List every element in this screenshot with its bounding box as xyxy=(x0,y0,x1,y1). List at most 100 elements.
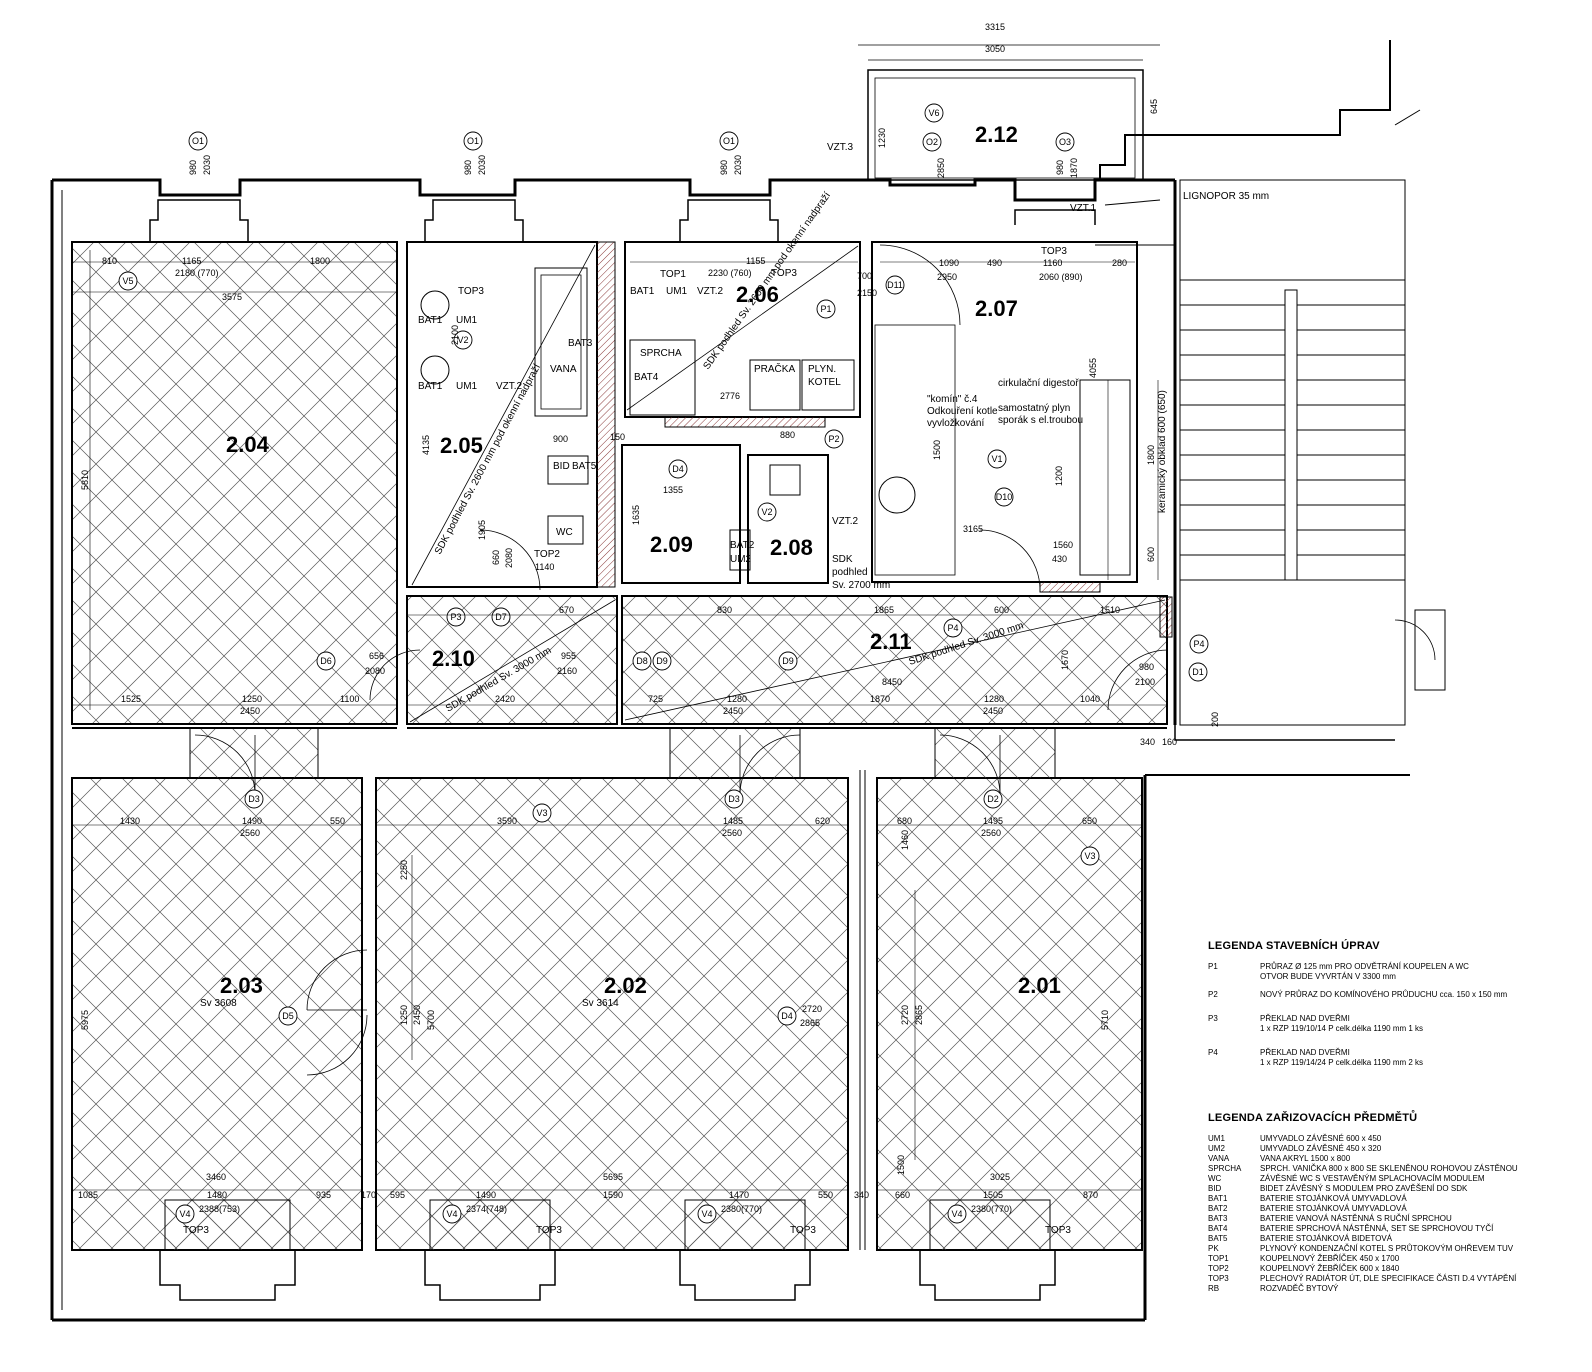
tag-v4-c: V4 xyxy=(701,1209,712,1219)
dim-900: 900 xyxy=(553,434,568,444)
dim-3165: 3165 xyxy=(963,524,983,534)
tag-d1: D1 xyxy=(1192,667,1204,677)
legend-item-p3: P3 PŘEKLAD NAD DVEŘMI 1 x RZP 119/10/14 … xyxy=(1208,1014,1588,1034)
dim-2850: 2850 xyxy=(936,158,946,178)
legend-text: BATERIE STOJÁNKOVÁ BIDETOVÁ xyxy=(1260,1234,1393,1243)
room-2-12: 2.12 xyxy=(975,122,1018,147)
tag-p2: P2 xyxy=(828,434,839,444)
dim-1525: 1525 xyxy=(121,694,141,704)
label-bat3: BAT3 xyxy=(568,338,593,349)
tag-o2: O2 xyxy=(926,137,938,147)
room-2-03-height: Sv 3608 xyxy=(200,998,237,1009)
legend-construction: LEGENDA STAVEBNÍCH ÚPRAV P1 PRŮRAZ Ø 125… xyxy=(1208,940,1588,1076)
legend-text: PLECHOVÝ RADIÁTOR ÚT, DLE SPECIFIKACE ČÁ… xyxy=(1260,1274,1517,1283)
dim-1155: 1155 xyxy=(746,256,765,266)
tag-p4-b: P4 xyxy=(1193,639,1204,649)
dim-1085: 1085 xyxy=(78,1190,98,1200)
dim-725: 725 xyxy=(648,694,663,704)
dim-650: 650 xyxy=(1082,816,1097,826)
tag-v1: V1 xyxy=(991,454,1002,464)
legend-code: P1 xyxy=(1208,962,1218,971)
label-bat4: BAT4 xyxy=(634,372,659,383)
tag-o1-a: O1 xyxy=(192,136,204,146)
dim-955: 955 xyxy=(561,651,576,661)
dim-980-c: 980 xyxy=(719,160,729,175)
legend-text: ROZVADĚČ BYTOVÝ xyxy=(1260,1284,1339,1293)
label-vzt2-208: VZT.2 xyxy=(832,516,859,527)
legend-item-p2: P2 NOVÝ PRŮRAZ DO KOMÍNOVÉHO PRŮDUCHU cc… xyxy=(1208,990,1588,1000)
legend-text: 1 x RZP 119/10/14 P celk.délka 1190 mm 1… xyxy=(1260,1024,1424,1033)
dim-680: 680 xyxy=(897,816,912,826)
tag-d3: D3 xyxy=(248,794,260,804)
dim-1500: 1500 xyxy=(932,440,942,460)
dim-2388: 2388(753) xyxy=(199,1204,240,1214)
tag-v2-a: V2 xyxy=(457,335,468,345)
label-sdk-208-c: Sv. 2700 mm xyxy=(832,580,890,591)
dim-1165: 1165 xyxy=(182,256,201,266)
dim-620: 620 xyxy=(815,816,830,826)
element-tag-text: O1 O1 O1 O2 O3 V6 V5 V2 P1 D11 P2 D4 V2 … xyxy=(122,108,1204,1219)
legend-text: PŘEKLAD NAD DVEŘMI xyxy=(1260,1014,1350,1023)
legend-code: BAT1 xyxy=(1208,1194,1228,1203)
legend-code: PK xyxy=(1208,1244,1219,1253)
tag-d3-b: D3 xyxy=(728,794,740,804)
dim-2030-b: 2030 xyxy=(477,155,487,175)
room-2-05: 2.05 xyxy=(440,433,483,458)
dim-280: 280 xyxy=(1112,258,1127,268)
dim-1590: 1590 xyxy=(603,1190,623,1200)
legend-item-p1: P1 PRŮRAZ Ø 125 mm PRO ODVĚTRÁNÍ KOUPELE… xyxy=(1208,962,1588,982)
legend-item-p4: P4 PŘEKLAD NAD DVEŘMI 1 x RZP 119/14/24 … xyxy=(1208,1048,1588,1068)
dim-2080-a: 2080 xyxy=(504,548,514,568)
dim-1040: 1040 xyxy=(1080,694,1100,704)
dim-980-d: 980 xyxy=(1055,160,1065,175)
legend-code: RB xyxy=(1208,1284,1220,1293)
label-um1-b: UM1 xyxy=(456,381,478,392)
tag-v3-a: V3 xyxy=(536,808,547,818)
legend-text: BATERIE VANOVÁ NÁSTĚNNÁ S RUČNÍ SPRCHOU xyxy=(1260,1214,1452,1223)
dim-980-e: 980 xyxy=(1139,662,1154,672)
label-top3-202a: TOP3 xyxy=(536,1225,562,1236)
label-top3-203: TOP3 xyxy=(183,1225,209,1236)
room-2-11: 2.11 xyxy=(870,629,912,654)
dim-1160: 1160 xyxy=(1043,258,1062,268)
dim-550-b: 550 xyxy=(818,1190,833,1200)
dimension-text: 3315 3050 645 1230 2850 1870 980 2030 98… xyxy=(78,22,1220,1214)
legend-code: TOP2 xyxy=(1208,1264,1229,1273)
tag-p1: P1 xyxy=(820,304,831,314)
tag-d6: D6 xyxy=(320,656,332,666)
dim-1670: 1670 xyxy=(1060,650,1070,670)
label-top3-207: TOP3 xyxy=(1041,246,1067,257)
tag-d10: D10 xyxy=(996,492,1013,502)
tag-d7: D7 xyxy=(495,612,507,622)
element-tags xyxy=(118,103,1209,1224)
legend-code: SPRCHA xyxy=(1208,1164,1242,1173)
dim-8450: 8450 xyxy=(882,677,902,687)
dim-2030-a: 2030 xyxy=(202,155,212,175)
dim-5695: 5695 xyxy=(603,1172,623,1182)
legend-text: BIDET ZÁVĚSNÝ S MODULEM PRO ZAVĚŠENÍ DO … xyxy=(1260,1184,1468,1193)
dim-1355: 1355 xyxy=(663,485,683,495)
legend-text: VANA AKRYL 1500 x 800 xyxy=(1260,1154,1351,1163)
legend-text: OTVOR BUDE VYVRTÁN V 3300 mm xyxy=(1260,972,1396,981)
room-2-08: 2.08 xyxy=(770,535,813,560)
tag-d9-a: D9 xyxy=(656,656,668,666)
label-top1: TOP1 xyxy=(660,269,686,280)
dim-340: 340 xyxy=(1140,737,1155,747)
legend-code: UM2 xyxy=(1208,1144,1225,1153)
legend-text: UMYVADLO ZÁVĚSNÉ 600 x 450 xyxy=(1260,1134,1382,1143)
dim-2100-a: 2100 xyxy=(450,325,460,345)
dim-2865: 2865 xyxy=(800,1018,820,1028)
dim-980-a: 980 xyxy=(188,160,198,175)
dim-2160: 2160 xyxy=(557,666,577,676)
label-sporak1: samostatný plyn xyxy=(998,403,1070,414)
legend-text: KOUPELNOVÝ ŽEBŘÍČEK 450 x 1700 xyxy=(1260,1254,1400,1263)
label-bid: BID xyxy=(553,461,570,472)
label-sporak2: sporák s el.troubou xyxy=(998,415,1083,426)
